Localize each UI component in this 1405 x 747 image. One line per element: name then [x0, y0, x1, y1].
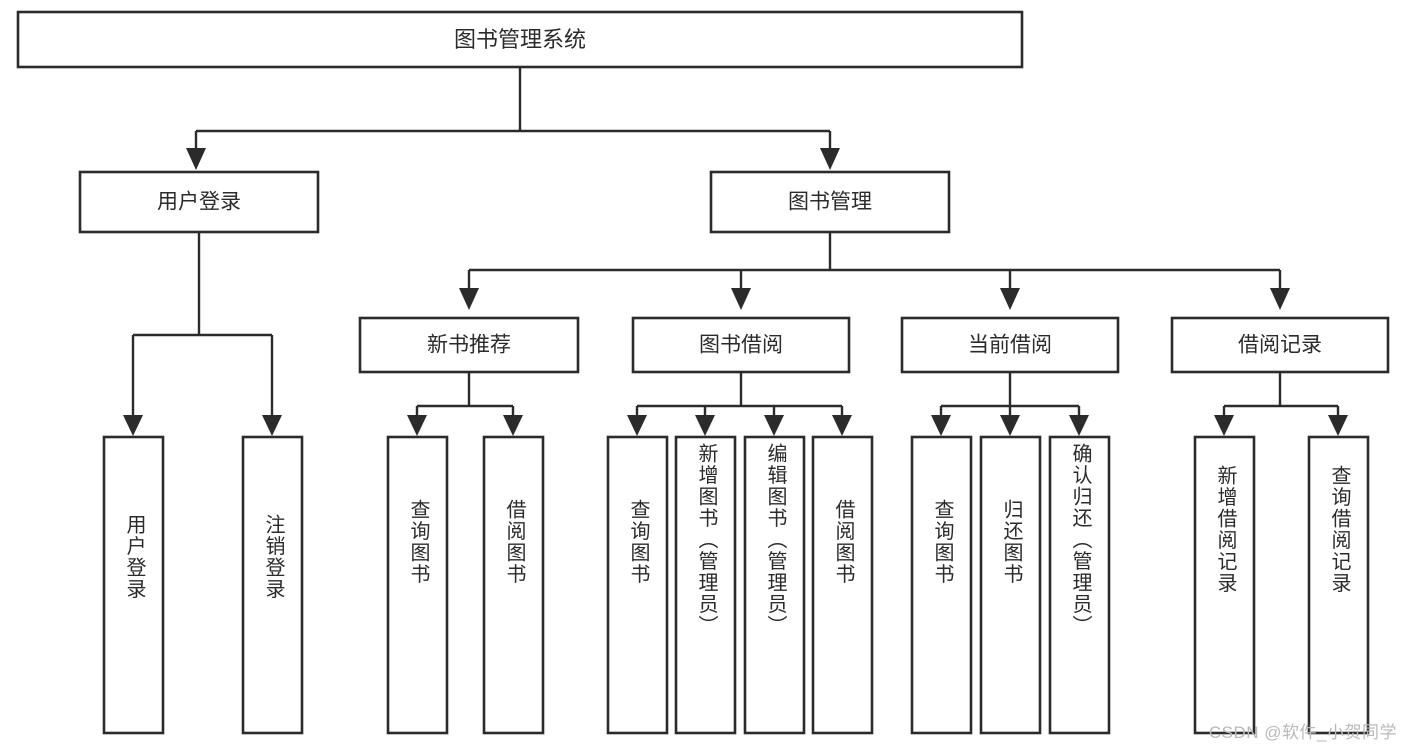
node-book-manage[interactable]: 图书管理 — [709, 170, 951, 234]
leaf-box-new-book-0[interactable] — [386, 435, 449, 735]
leaf-box-book-borrow-3[interactable] — [811, 435, 874, 735]
arrow-to-new-book — [459, 288, 479, 310]
node-borrow-record-box[interactable] — [1170, 316, 1390, 374]
csdn-watermark: CSDN @软件_小贺同学 — [1208, 723, 1397, 742]
connectors-group — [123, 67, 1348, 436]
arrow-to-borrow-record — [1270, 288, 1290, 310]
arrow-to-user-login — [186, 148, 206, 170]
arrow-current-borrow-leaf-1 — [1000, 415, 1020, 436]
arrow-book-borrow-leaf-2 — [764, 415, 784, 436]
leaf-box-user-login-0[interactable] — [102, 435, 165, 735]
arrow-new-book-leaf-1 — [503, 415, 523, 436]
node-current-borrow-label: 当前借阅 — [968, 334, 1052, 357]
leaf-box-current-borrow-0[interactable] — [910, 435, 973, 735]
arrow-new-book-leaf-0 — [407, 415, 427, 436]
leaf-box-book-borrow-0[interactable] — [606, 435, 669, 735]
arrow-book-borrow-leaf-3 — [832, 415, 852, 436]
arrow-borrow-record-leaf-0 — [1214, 415, 1234, 436]
node-current-borrow[interactable]: 当前借阅 — [900, 316, 1120, 374]
leaf-box-current-borrow-1[interactable] — [979, 435, 1042, 735]
leaf-box-book-borrow-1[interactable] — [674, 435, 737, 735]
node-user-login[interactable]: 用户登录 — [78, 170, 320, 234]
leaf-box-current-borrow-2[interactable] — [1048, 435, 1111, 735]
arrow-book-borrow-leaf-1 — [695, 415, 715, 436]
node-root-label: 图书管理系统 — [454, 27, 586, 52]
leaf-box-user-login-1[interactable] — [241, 435, 304, 735]
leaf-box-borrow-record-0[interactable] — [1193, 435, 1256, 735]
node-current-borrow-box[interactable] — [900, 316, 1120, 374]
node-user-login-label: 用户登录 — [157, 191, 241, 214]
node-book-manage-label: 图书管理 — [788, 191, 872, 214]
arrow-book-borrow-leaf-0 — [627, 415, 647, 436]
arrow-to-current-borrow — [1000, 288, 1020, 310]
node-new-book-recommend[interactable]: 新书推荐 — [358, 316, 580, 374]
node-borrow-record-label: 借阅记录 — [1238, 334, 1322, 357]
arrow-user-login-leaf-0 — [123, 415, 143, 436]
node-new-book-recommend-box[interactable] — [358, 316, 580, 374]
leaf-box-new-book-1[interactable] — [482, 435, 545, 735]
node-user-login-box[interactable] — [78, 170, 320, 234]
arrow-current-borrow-leaf-0 — [931, 415, 951, 436]
leaf-box-book-borrow-2[interactable] — [743, 435, 806, 735]
node-root-box[interactable] — [16, 10, 1024, 69]
node-book-manage-box[interactable] — [709, 170, 951, 234]
node-book-borrow-label: 图书借阅 — [699, 334, 783, 357]
node-book-borrow-box[interactable] — [631, 316, 851, 374]
arrow-to-book-borrow — [731, 288, 751, 310]
arrow-borrow-record-leaf-1 — [1328, 415, 1348, 436]
node-new-book-recommend-label: 新书推荐 — [427, 334, 511, 357]
leaf-box-borrow-record-1[interactable] — [1307, 435, 1370, 735]
arrow-user-login-leaf-1 — [262, 415, 282, 436]
node-book-borrow[interactable]: 图书借阅 — [631, 316, 851, 374]
node-borrow-record[interactable]: 借阅记录 — [1170, 316, 1390, 374]
arrow-current-borrow-leaf-2 — [1069, 415, 1089, 436]
arrow-to-book-manage — [820, 148, 840, 170]
node-root[interactable]: 图书管理系统 — [16, 10, 1024, 69]
leaf-boxes-group — [102, 435, 1370, 735]
